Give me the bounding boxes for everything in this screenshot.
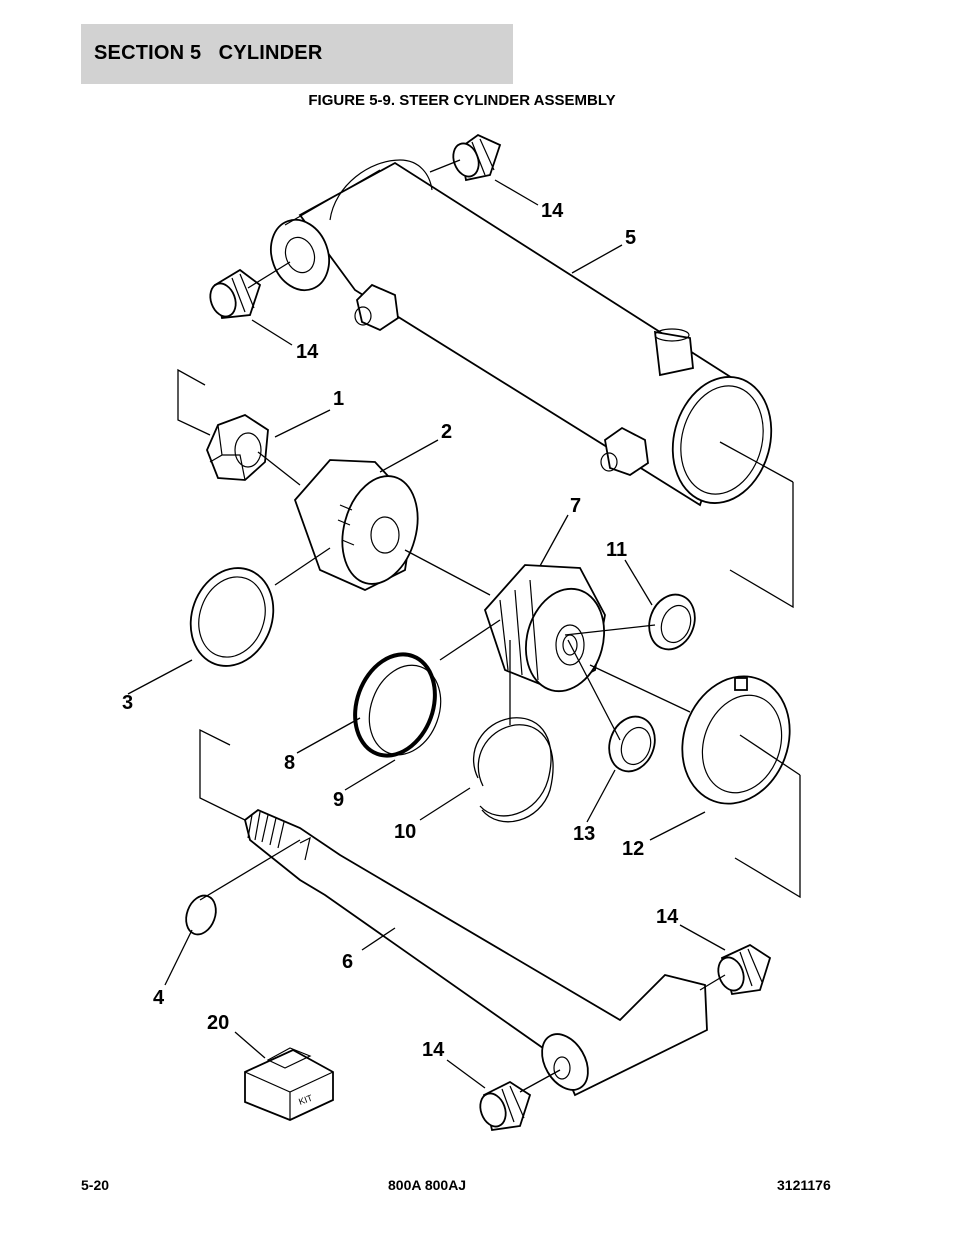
callout-3: 3: [122, 692, 133, 714]
part-seal: [353, 652, 442, 758]
section-banner: [81, 24, 513, 84]
part-ring-13: [608, 715, 656, 773]
figure-title: FIGURE 5-9. STEER CYLINDER ASSEMBLY: [308, 92, 616, 109]
part-bushing-bottom: [479, 1080, 532, 1132]
model-number: 800A 800AJ: [388, 1177, 467, 1193]
part-barrel: [270, 159, 773, 507]
callout-10: 10: [394, 821, 416, 843]
callout-11: 11: [606, 539, 627, 561]
callout-13: 13: [573, 823, 595, 845]
callout-12: 12: [622, 838, 644, 860]
page-number: 5-20: [81, 1177, 110, 1193]
callout-6: 6: [342, 951, 353, 973]
part-bushing-left: [209, 268, 262, 319]
callout-5: 5: [625, 227, 636, 249]
callout-14-bottom: 14: [422, 1039, 445, 1061]
section-title: SECTION 5 CYLINDER: [94, 42, 323, 64]
document-number: 3121176: [777, 1177, 831, 1193]
callout-2: 2: [441, 421, 452, 443]
part-rod: [243, 808, 708, 1097]
part-piston: [483, 564, 606, 693]
callout-9: 9: [333, 789, 344, 811]
callout-20: 20: [207, 1012, 229, 1034]
callout-1: 1: [333, 388, 344, 410]
part-bushing-right: [717, 943, 772, 996]
part-nut: [206, 413, 269, 481]
kit-label: KIT: [297, 1093, 314, 1107]
part-head: [293, 459, 419, 591]
part-kit-box: KIT: [244, 1047, 334, 1121]
leader-lines: [127, 159, 801, 1093]
part-wear-ring: [681, 675, 791, 805]
callout-numbers: 14 5 14 1 2 7 11 3 8 9 10 13 12 14 6 4 2…: [122, 200, 679, 1061]
callout-7: 7: [570, 495, 581, 517]
callout-14-top: 14: [541, 200, 564, 222]
callout-14-right: 14: [656, 906, 679, 928]
part-bushing-top: [452, 133, 502, 182]
part-wiper: [189, 567, 275, 667]
part-snap-ring: [473, 717, 554, 823]
part-ring-11: [648, 593, 696, 651]
callout-8: 8: [284, 752, 295, 774]
part-o-ring: [185, 894, 217, 936]
callout-4: 4: [153, 987, 165, 1009]
callout-14-left: 14: [296, 341, 319, 363]
